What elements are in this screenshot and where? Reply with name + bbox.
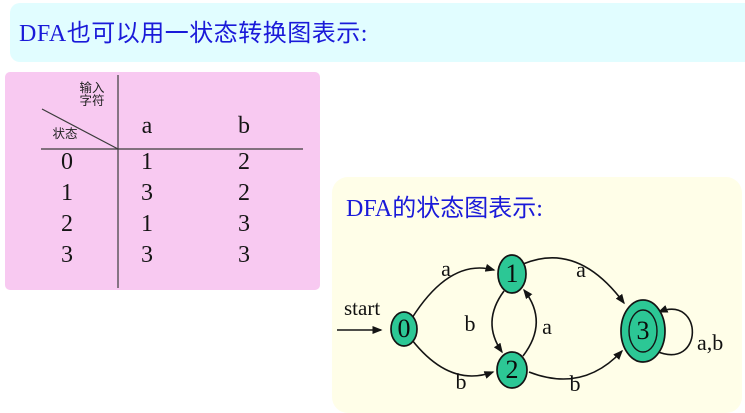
state-diagram-panel: DFA的状态图表示: start a b b a a b bbox=[332, 177, 742, 413]
edge-label-2-3: b bbox=[570, 371, 581, 396]
row1-on-a: 3 bbox=[141, 180, 153, 206]
edge-0-to-2 bbox=[411, 339, 495, 379]
row2-on-b: 3 bbox=[238, 211, 250, 237]
state-1-node bbox=[497, 254, 527, 294]
state-3-node-accepting bbox=[620, 299, 666, 363]
table-row-state2: 2 1 3 bbox=[5, 209, 320, 239]
table-col-header-a: a bbox=[141, 113, 153, 139]
state-1-label: 1 bbox=[506, 259, 519, 288]
row0-on-b: 2 bbox=[238, 149, 250, 175]
row0-on-a: 1 bbox=[141, 149, 153, 175]
state-3-inner-ring bbox=[628, 309, 658, 353]
edge-label-1-3: a bbox=[576, 257, 586, 282]
state-3-label: 3 bbox=[637, 316, 650, 345]
dfa-state-diagram: start a b b a a b a,b 0 1 2 bbox=[337, 254, 723, 396]
edge-label-1-2: b bbox=[465, 311, 476, 336]
table-corner-input-label: 输入 字符 bbox=[62, 82, 122, 108]
edge-label-0-1: a bbox=[441, 256, 451, 281]
row1-state: 1 bbox=[61, 180, 73, 206]
transition-table-panel: 输入 字符 状态 a b 0 1 2 1 3 2 2 1 3 3 3 3 bbox=[5, 72, 320, 290]
start-label: start bbox=[344, 296, 380, 320]
row1-on-b: 2 bbox=[238, 180, 250, 206]
table-divider-lines bbox=[41, 75, 303, 288]
edge-label-0-2: b bbox=[456, 369, 467, 394]
edge-3-self-loop bbox=[655, 305, 694, 356]
table-row-state1: 1 3 2 bbox=[5, 178, 320, 208]
title-band: DFA也可以用一状态转换图表示: bbox=[10, 3, 745, 62]
edge-0-to-1 bbox=[411, 263, 496, 319]
table-row-state0: 0 1 2 bbox=[5, 147, 320, 177]
table-corner-state-label: 状态 bbox=[52, 127, 78, 141]
edge-1-to-2 bbox=[491, 290, 505, 354]
table-col-header-b: b bbox=[238, 113, 250, 139]
diagram-title: DFA的状态图表示: bbox=[346, 196, 543, 222]
corner-input-line1: 输入 bbox=[79, 81, 105, 95]
row2-state: 2 bbox=[61, 211, 73, 237]
row2-on-a: 1 bbox=[141, 211, 153, 237]
state-0-node bbox=[390, 311, 418, 347]
table-diagonal-line bbox=[41, 108, 119, 150]
edge-1-to-3 bbox=[522, 257, 625, 305]
edge-label-2-1: a bbox=[542, 314, 552, 339]
state-0-label: 0 bbox=[398, 314, 411, 343]
edge-label-3-self: a,b bbox=[697, 330, 723, 355]
edge-2-to-1 bbox=[522, 288, 537, 357]
slide-title: DFA也可以用一状态转换图表示: bbox=[19, 21, 368, 47]
row3-on-b: 3 bbox=[238, 242, 250, 268]
row0-state: 0 bbox=[61, 149, 73, 175]
table-row-state3: 3 3 3 bbox=[5, 240, 320, 270]
state-2-node bbox=[496, 351, 528, 389]
corner-input-line2: 字符 bbox=[79, 94, 105, 108]
edge-2-to-3 bbox=[528, 349, 624, 380]
row3-state: 3 bbox=[61, 242, 73, 268]
state-2-label: 2 bbox=[506, 355, 519, 384]
row3-on-a: 3 bbox=[141, 242, 153, 268]
